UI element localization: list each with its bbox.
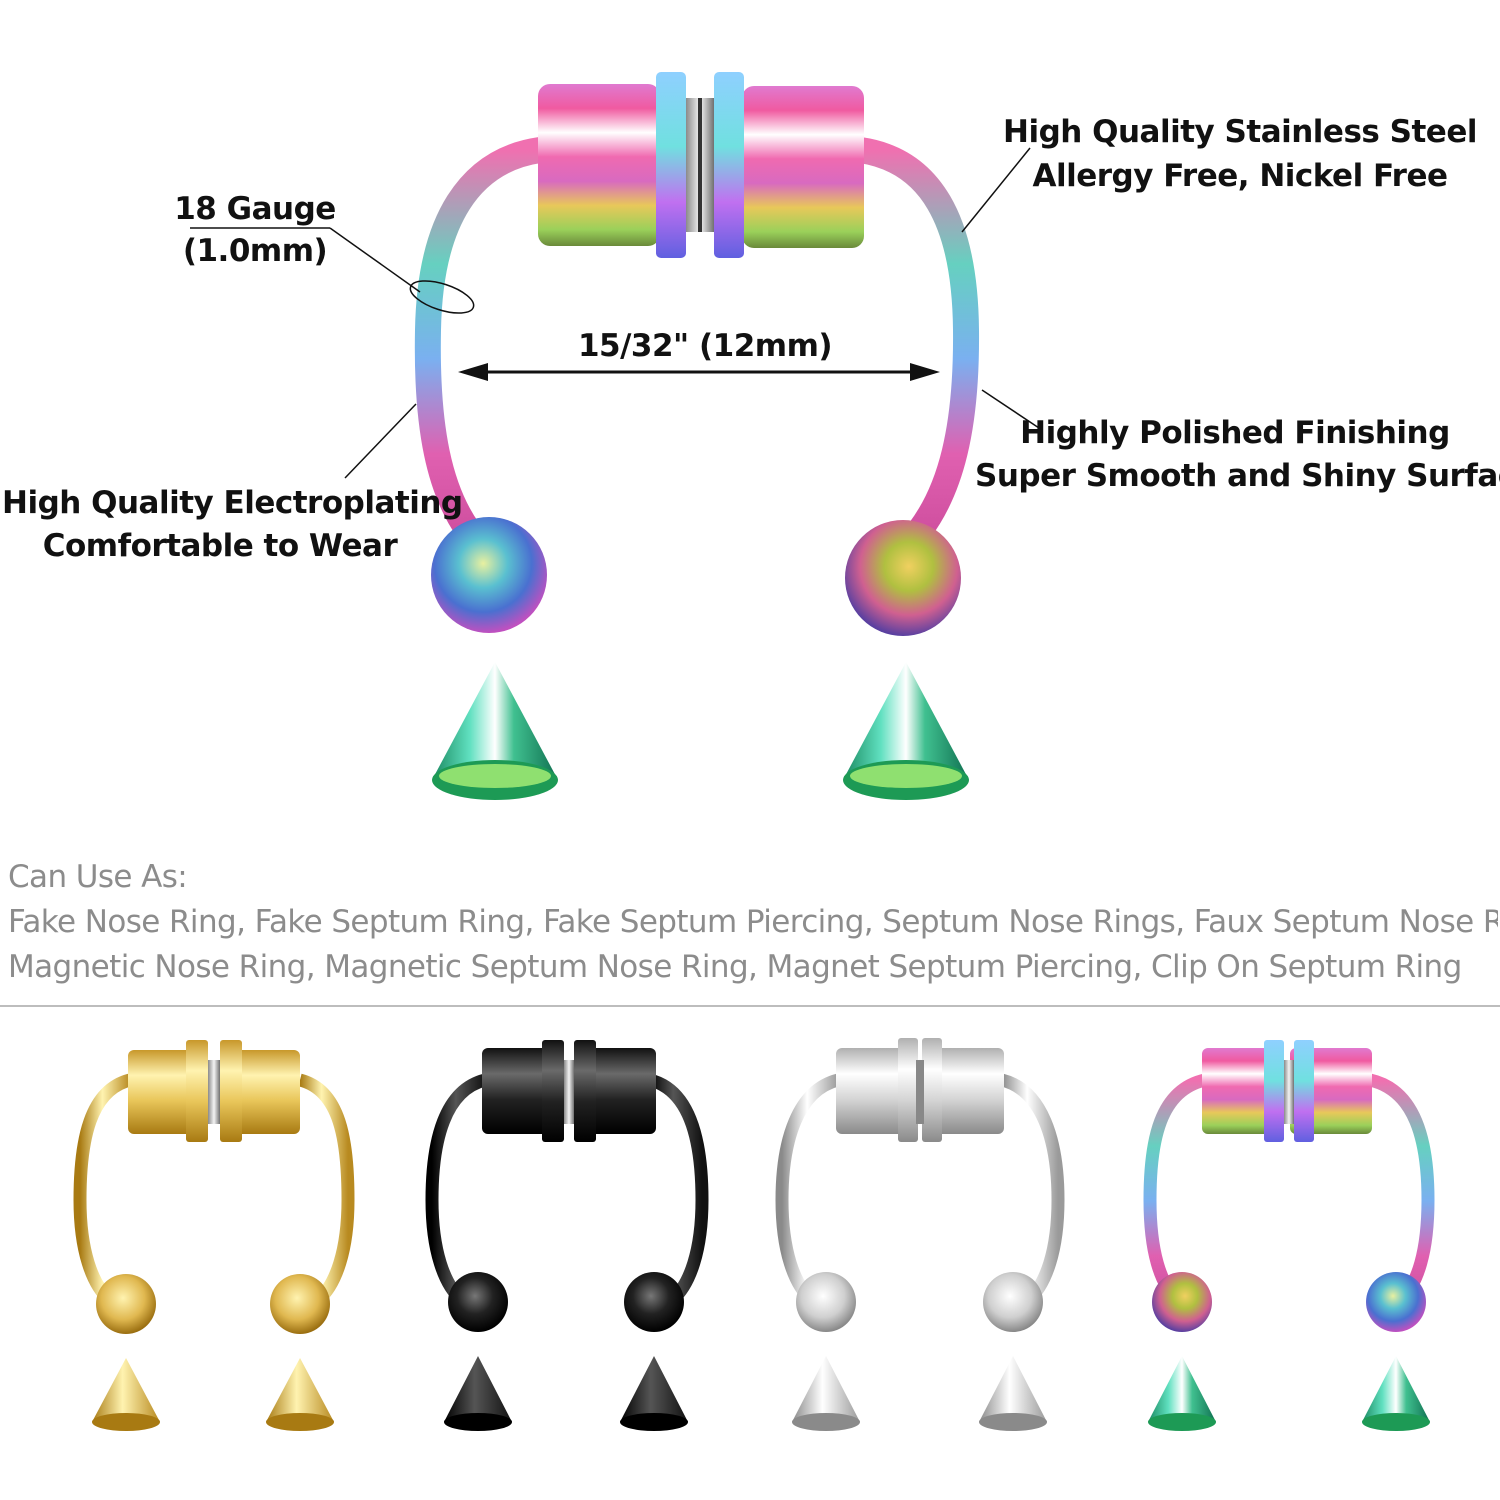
uses-section: Can Use As: Fake Nose Ring, Fake Septum … bbox=[8, 855, 1498, 990]
variant-rainbow bbox=[1143, 1040, 1435, 1431]
callout-polish-line2: Super Smooth and Shiny Surface bbox=[975, 458, 1500, 494]
uses-line2: Magnetic Nose Ring, Magnetic Septum Nose… bbox=[8, 949, 1462, 985]
annotation-lines bbox=[190, 147, 1043, 479]
hero-spike-right bbox=[843, 662, 969, 800]
variant-black bbox=[425, 1040, 709, 1431]
callout-width: 15/32" (12mm) bbox=[540, 326, 870, 366]
uses-line1: Fake Nose Ring, Fake Septum Ring, Fake S… bbox=[8, 904, 1498, 940]
variant-gold bbox=[73, 1040, 355, 1431]
callout-plating-line1: High Quality Electroplating bbox=[2, 485, 463, 521]
hero-spike-left bbox=[432, 662, 558, 800]
width-dimension-arrow bbox=[458, 363, 940, 381]
callout-gauge-line2: (1.0mm) bbox=[182, 233, 328, 269]
hero-ring-wire bbox=[414, 137, 553, 543]
callout-width-text: 15/32" (12mm) bbox=[577, 328, 833, 364]
hero-magnet-left bbox=[538, 84, 660, 246]
hero-septum-ring bbox=[414, 72, 980, 800]
callout-steel-line2: Allergy Free, Nickel Free bbox=[1032, 158, 1448, 194]
callout-polish-line1: Highly Polished Finishing bbox=[1020, 415, 1450, 451]
hero-magnet-right bbox=[742, 86, 864, 248]
hero-ball-right bbox=[845, 520, 961, 636]
hero-ball-left bbox=[431, 517, 547, 633]
callout-plating: High Quality Electroplating Comfortable … bbox=[2, 482, 463, 568]
callout-plating-line2: Comfortable to Wear bbox=[42, 528, 398, 564]
callout-steel-line1: High Quality Stainless Steel bbox=[1003, 114, 1477, 150]
callout-steel: High Quality Stainless Steel Allergy Fre… bbox=[1000, 110, 1480, 198]
uses-heading: Can Use As: bbox=[8, 859, 188, 895]
callout-polish: Highly Polished Finishing Super Smooth a… bbox=[975, 412, 1500, 498]
callout-gauge: 18 Gauge (1.0mm) bbox=[140, 188, 370, 272]
callout-gauge-line1: 18 Gauge bbox=[174, 191, 336, 227]
variant-silver bbox=[775, 1038, 1065, 1431]
